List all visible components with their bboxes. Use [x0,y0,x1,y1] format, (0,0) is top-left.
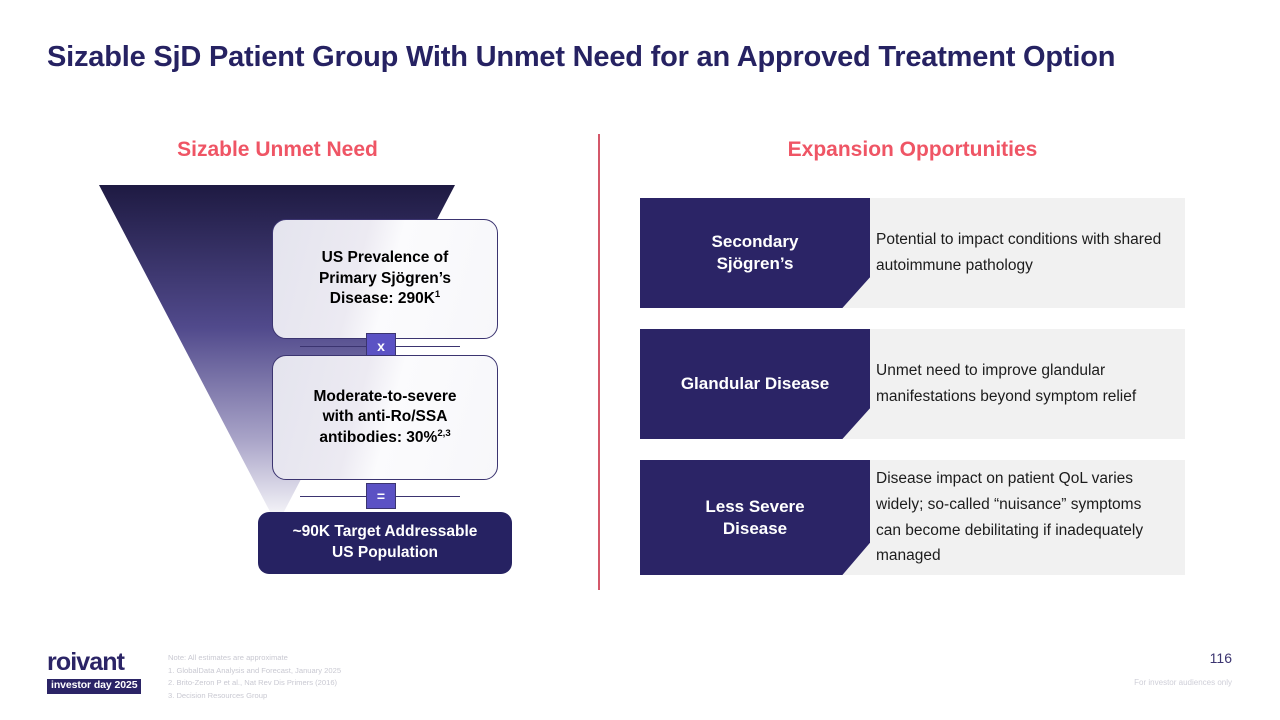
funnel-stage-prevalence: US Prevalence of Primary Sjögren’s Disea… [272,219,498,339]
funnel-stage-2-line1: Moderate-to-severe [313,387,457,405]
opportunity-label-2-line2: Disease [722,518,788,538]
roivant-logo: roivant investor day 2025 [47,650,159,694]
opportunity-label-2-text: Less Severe Disease [705,496,804,540]
page-number: 116 [1209,650,1232,666]
opportunity-label-0-text: Secondary Sjögren’s [712,231,799,275]
audience-note: For investor audiences only [1134,678,1232,687]
funnel-stage-2-line2: with anti-Ro/SSA [322,408,448,426]
opportunity-label-0-line1: Secondary [711,232,799,252]
opportunity-text-2: Disease impact on patient QoL varies wid… [876,470,1144,565]
logo-tagline: investor day 2025 [47,679,142,694]
page-title: Sizable SjD Patient Group With Unmet Nee… [47,41,1116,73]
left-section-header: Sizable Unmet Need [177,138,378,161]
operator-equals-badge: = [366,483,396,509]
opportunity-text-0: Potential to impact conditions with shar… [876,231,1162,274]
opportunity-label-0-line2: Sjögren’s [716,254,794,273]
logo-wordmark: roivant [47,648,125,676]
funnel-result-line1: ~90K Target Addressable [292,523,478,541]
funnel-stage-2-text: Moderate-to-severe with anti-Ro/SSA anti… [314,387,457,448]
opportunity-label-0: Secondary Sjögren’s [640,198,870,308]
section-divider [598,134,600,590]
funnel-result-box: ~90K Target Addressable US Population [258,512,512,574]
opportunity-text-1: Unmet need to improve glandular manifest… [876,362,1137,405]
right-section-header: Expansion Opportunities [787,138,1038,161]
footnote-line: 1. GlobalData Analysis and Forecast, Jan… [168,665,342,675]
funnel-result-text: ~90K Target Addressable US Population [293,522,478,564]
footnote-line: 2. Brito-Zeron P et al., Nat Rev Dis Pri… [168,678,338,688]
funnel-stage-1-line3: Disease: 290K [329,290,435,308]
funnel-stage-antibodies: Moderate-to-severe with anti-Ro/SSA anti… [272,355,498,480]
footnote-line: Note: All estimates are approximate [168,653,288,662]
opportunity-card-glandular-disease: Glandular Disease Unmet need to improve … [640,329,1185,439]
opportunity-label-1: Glandular Disease [640,329,870,439]
opportunity-label-1-line1: Glandular Disease [680,374,830,394]
funnel-result-line2: US Population [332,544,438,561]
opportunity-card-less-severe-disease: Less Severe Disease Disease impact on pa… [640,460,1185,575]
funnel-stage-1-line2: Primary Sjögren’s [318,269,452,287]
funnel-stage-1-text: US Prevalence of Primary Sjögren’s Disea… [319,248,451,309]
funnel-stage-2-line3: antibodies: 30% [319,428,438,446]
opportunity-label-1-text: Glandular Disease [681,373,829,395]
funnel-stage-1-line1: US Prevalence of [321,249,449,267]
footnote-line: 3. Decision Resources Group [168,690,268,700]
opportunity-label-2-line1: Less Severe [705,496,805,516]
footnotes: Note: All estimates are approximate 1. G… [168,652,341,702]
opportunity-label-2: Less Severe Disease [640,460,870,575]
funnel-stage-2-footnote-ref: 2,3 [437,427,451,439]
opportunity-card-secondary-sjogrens: Secondary Sjögren’s Potential to impact … [640,198,1185,308]
funnel-stage-1-footnote-ref: 1 [434,289,441,301]
